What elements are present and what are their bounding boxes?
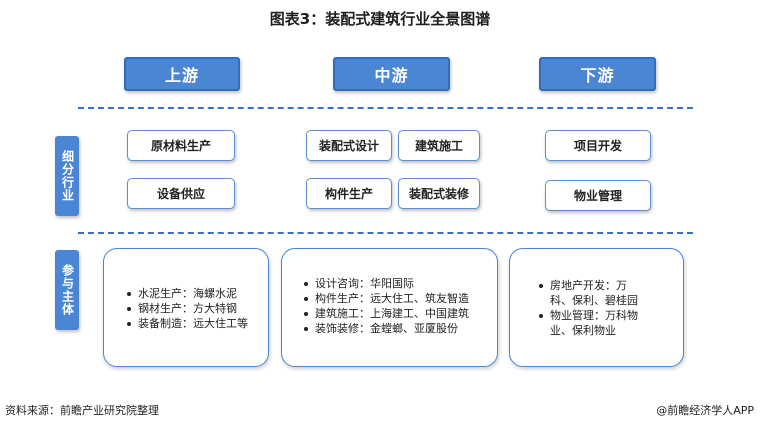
segment-equipment-supply: 设备供应 <box>127 178 235 209</box>
participant-item: 钢材生产：方大特钢 <box>127 301 262 316</box>
segment-raw-materials: 原材料生产 <box>127 130 235 161</box>
segment-property-management: 物业管理 <box>545 180 651 211</box>
side-label-participants: 参与主体 <box>55 250 79 330</box>
participants-midstream: 设计咨询：华阳国际 构件生产：远大住工、筑友智造 建筑施工：上海建工、中国建筑 … <box>281 248 498 367</box>
participant-item: 装饰装修：金螳螂、亚厦股份 <box>304 321 491 336</box>
participants-upstream: 水泥生产：海螺水泥 钢材生产：方大特钢 装备制造：远大住工等 <box>103 248 269 367</box>
side-label-segments-text: 细分行业 <box>60 150 75 202</box>
participant-item: 装备制造：远大住工等 <box>127 316 262 331</box>
segment-prefab-design: 装配式设计 <box>306 130 392 161</box>
segment-component-production: 构件生产 <box>306 178 392 209</box>
divider-top <box>78 107 693 109</box>
stage-upstream: 上游 <box>124 57 240 91</box>
divider-middle <box>78 232 693 234</box>
brand-credit: @前瞻经济学人APP <box>656 404 754 417</box>
side-label-segments: 细分行业 <box>55 136 79 216</box>
stage-downstream: 下游 <box>539 57 656 91</box>
participant-item: 构件生产：远大住工、筑友智造 <box>304 291 491 306</box>
participant-item: 水泥生产：海螺水泥 <box>127 286 262 301</box>
chart-title: 图表3：装配式建筑行业全景图谱 <box>269 10 491 28</box>
participant-item: 物业管理：万科物业、保利物业 <box>539 308 643 338</box>
segment-construction: 建筑施工 <box>398 130 480 161</box>
participants-downstream: 房地产开发：万科、保利、碧桂园 物业管理：万科物业、保利物业 <box>509 248 684 367</box>
source-note: 资料来源：前瞻产业研究院整理 <box>5 404 159 417</box>
participant-item: 房地产开发：万科、保利、碧桂园 <box>539 278 643 308</box>
segment-project-development: 项目开发 <box>545 130 651 161</box>
stage-midstream: 中游 <box>333 57 450 91</box>
participant-item: 建筑施工：上海建工、中国建筑 <box>304 306 491 321</box>
segment-prefab-decoration: 装配式装修 <box>398 178 480 209</box>
side-label-participants-text: 参与主体 <box>60 264 75 316</box>
participant-item: 设计咨询：华阳国际 <box>304 276 491 291</box>
